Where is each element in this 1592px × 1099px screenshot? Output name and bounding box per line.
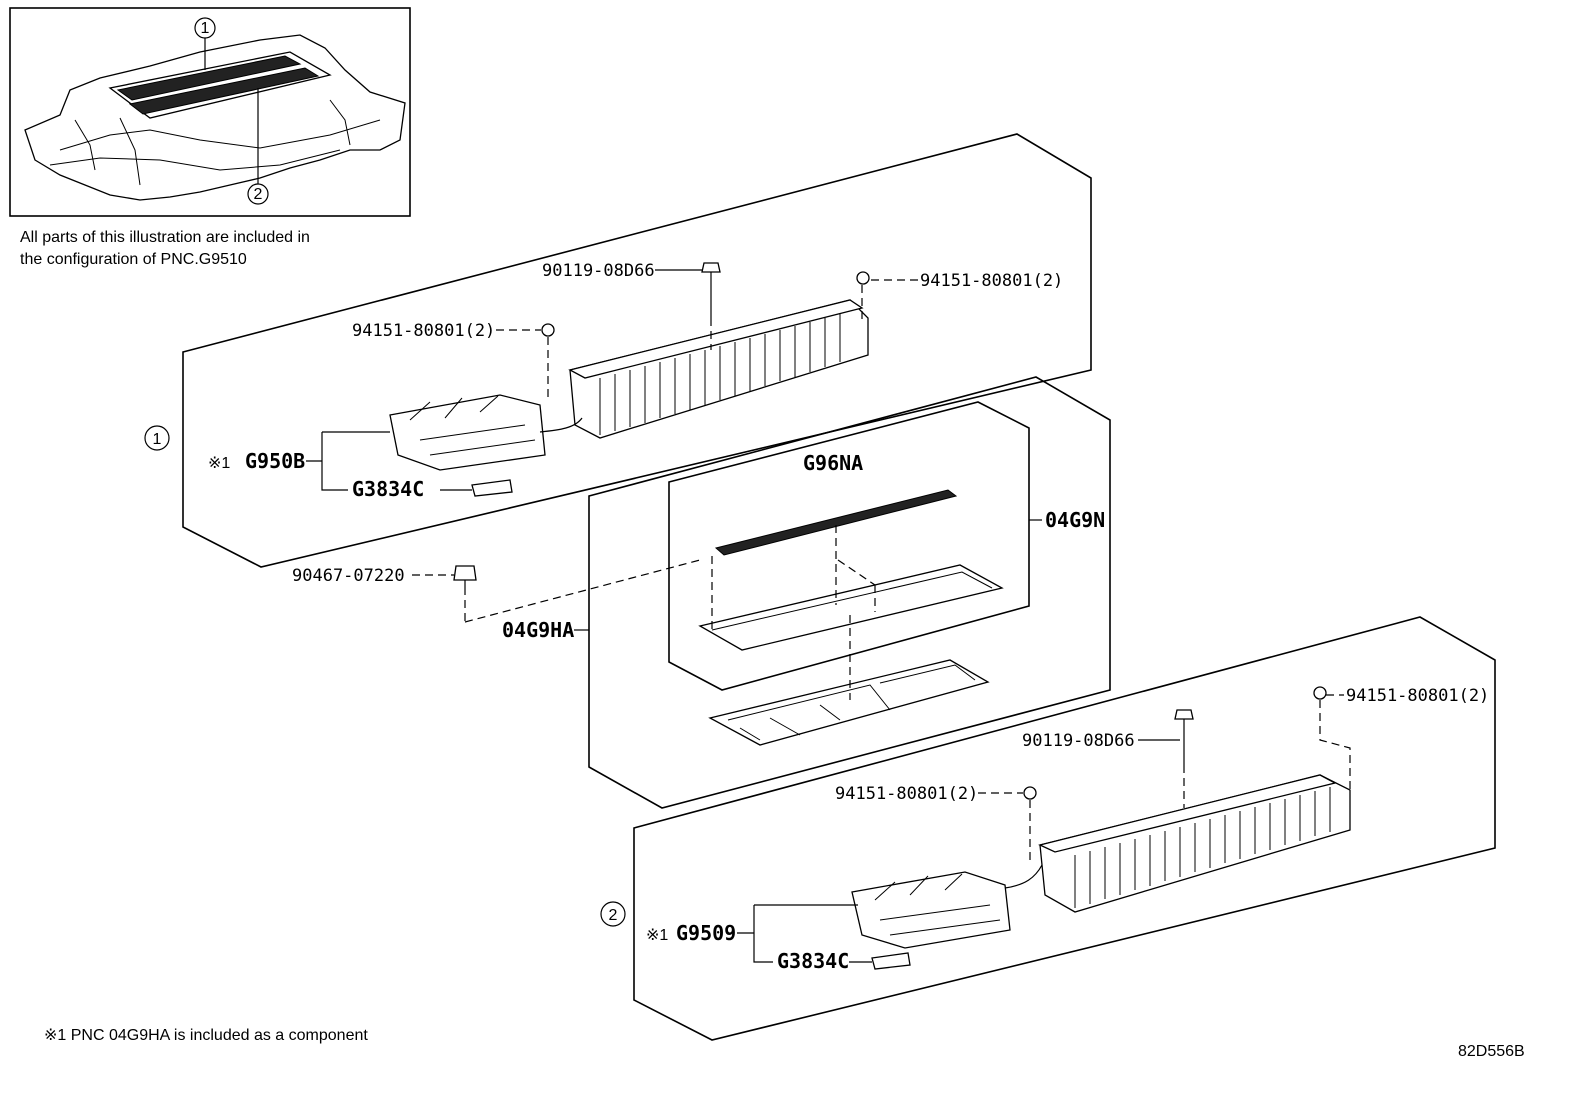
group-2-panel [633, 616, 1496, 1041]
group-2-sub-part: G3834C [777, 949, 849, 973]
inset-panel: 1 2 [9, 7, 411, 217]
battery-ecu-2 [851, 864, 1043, 949]
inset-note-line2: the configuration of PNC.G9510 [20, 251, 247, 268]
nut-1-left [541, 323, 555, 337]
bolt-2 [1174, 709, 1194, 808]
group-1-main-part: G950B [245, 449, 305, 473]
group-2-main-part: G9509 [676, 921, 736, 945]
sensor-clip-2 [871, 952, 911, 970]
group-1-bolt-label: 90119-08D66 [542, 261, 655, 281]
figure-id: 82D556B [1458, 1043, 1525, 1060]
sensor-clip-1 [471, 479, 513, 497]
cooling-plate [708, 659, 990, 746]
group-2-callout: 2 [609, 907, 618, 924]
inset-cooler-2 [128, 67, 320, 115]
cooling-strip [714, 489, 958, 556]
group-2-main-mark: ※1 [646, 927, 668, 944]
rail [698, 564, 1004, 651]
middle-outer-panel [588, 376, 1111, 809]
middle-clip-label: 90467-07220 [292, 566, 405, 586]
group-1-main-mark: ※1 [208, 455, 230, 472]
inset-cooler-1 [116, 55, 302, 101]
inset-note-line1: All parts of this illustration are inclu… [20, 229, 310, 246]
nut-1-right [856, 271, 870, 285]
middle-inner-panel [668, 401, 1030, 691]
group-2-nut-right-label: 94151-80801(2) [1346, 686, 1489, 706]
clip-90467 [453, 565, 477, 595]
group-2-nut-left-label: 94151-80801(2) [835, 784, 978, 804]
middle-outer-part-label: 04G9HA [502, 618, 574, 642]
middle-strip-label: G96NA [803, 451, 863, 475]
group-1-panel [182, 133, 1092, 568]
battery-stack-2 [1038, 774, 1351, 913]
footnote: ※1 PNC 04G9HA is included as a component [44, 1027, 368, 1044]
bolt-1 [701, 262, 721, 350]
group-1-sub-part: G3834C [352, 477, 424, 501]
group-2-bolt-label: 90119-08D66 [1022, 731, 1135, 751]
battery-stack-1 [568, 299, 869, 439]
group-1-nut-left-label: 94151-80801(2) [352, 321, 495, 341]
inset-callout-1: 1 [201, 20, 210, 37]
battery-ecu-1 [389, 394, 583, 471]
middle-inner-part-label: 04G9N [1045, 508, 1105, 532]
nut-2-left [1023, 786, 1037, 800]
group-1-nut-right-label: 94151-80801(2) [920, 271, 1063, 291]
inset-callout-2: 2 [254, 186, 263, 203]
nut-2-right [1313, 686, 1327, 700]
inset-frame-outline [24, 34, 406, 201]
group-1-callout: 1 [153, 431, 162, 448]
